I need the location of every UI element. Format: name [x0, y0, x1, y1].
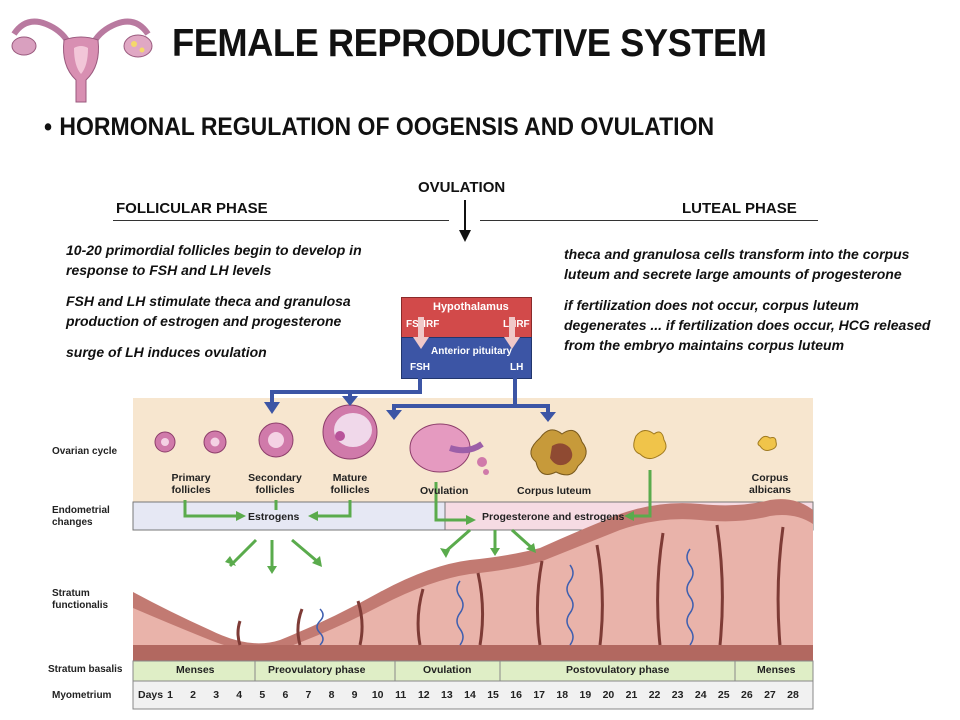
day-number: 24 — [694, 689, 707, 701]
primary-follicles-label: Primary follicles — [171, 472, 211, 496]
fsh-label: FSH — [410, 362, 430, 373]
day-number: 8 — [328, 689, 335, 701]
day-number: 21 — [625, 689, 638, 701]
follicular-rule — [113, 220, 449, 221]
follicular-note: 10-20 primordial follicles begin to deve… — [66, 242, 362, 278]
progesterone-estrogens-label: Progesterone and estrogens — [482, 511, 625, 523]
day-number: 6 — [282, 689, 289, 701]
luteal-note: theca and granulosa cells transform into… — [564, 246, 910, 282]
uterus-thumbnail-icon — [11, 18, 153, 103]
slide-subtitle: •HORMONAL REGULATION OF OOGENSIS AND OVU… — [44, 113, 714, 142]
day-number: 26 — [741, 689, 753, 701]
luteal-note: if fertilization does not occur, corpus … — [564, 297, 931, 353]
subtitle-text: HORMONAL REGULATION OF OOGENSIS AND OVUL… — [59, 113, 715, 141]
day-number: 16 — [510, 689, 522, 701]
ovulation-label: OVULATION — [418, 179, 506, 196]
day-number: 17 — [533, 689, 546, 701]
bullet: • — [44, 113, 53, 141]
endometrial-changes-label: Endometrial changes — [52, 505, 110, 528]
day-number: 11 — [395, 689, 407, 701]
day-number: 5 — [259, 689, 266, 701]
day-number: 25 — [717, 689, 730, 701]
phase-bar — [132, 660, 814, 682]
hypothalamus-label: Hypothalamus — [433, 301, 509, 313]
luteal-notes: theca and granulosa cells transform into… — [564, 244, 942, 366]
arteries — [316, 548, 694, 646]
days-strip — [132, 680, 814, 710]
day-number: 2 — [190, 689, 196, 701]
hormone-green-arrows — [183, 470, 652, 570]
ovulation-arrow-icon — [459, 200, 471, 242]
corpus-albicans-shape — [757, 435, 777, 451]
lh-label: LH — [510, 362, 524, 373]
stratum-basalis-label: Stratum basalis — [48, 664, 123, 675]
tissue-inner — [133, 515, 813, 660]
menses-end-label: Menses — [757, 664, 796, 676]
day-number: 3 — [213, 689, 220, 701]
day-number: 18 — [556, 689, 569, 701]
day-number: 14 — [464, 689, 476, 701]
day-number: 19 — [579, 689, 592, 701]
follicular-note: surge of LH induces ovulation — [66, 344, 267, 360]
day-number: 9 — [351, 689, 358, 701]
pituitary-label: Anterior pituitary — [431, 346, 513, 357]
slide-title: FEMALE REPRODUCTIVE SYSTEM — [172, 22, 767, 65]
day-number: 7 — [305, 689, 312, 701]
postovulatory-phase-label: Postovulatory phase — [566, 664, 670, 676]
lhrf-label: LHRF — [503, 319, 530, 330]
stratum-functionalis-label: Stratum functionalis — [52, 588, 109, 611]
follicular-note: FSH and LH stimulate theca and granulosa… — [66, 293, 351, 329]
mature-follicles-label: Mature follicles — [330, 472, 370, 496]
ovarian-cycle-label: Ovarian cycle — [52, 446, 118, 457]
myometrium-label: Myometrium — [52, 690, 112, 701]
day-number: 4 — [236, 689, 243, 701]
corpus-luteum-regressing — [633, 430, 667, 460]
follicular-notes: 10-20 primordial follicles begin to deve… — [66, 240, 386, 373]
stratum-basalis-layer — [133, 645, 813, 661]
day-number: 27 — [764, 689, 776, 701]
follicular-phase-label: FOLLICULAR PHASE — [116, 200, 268, 217]
secondary-follicles-label: Secondary follicles — [248, 472, 302, 496]
preovulatory-phase-label: Preovulatory phase — [268, 664, 366, 676]
glands — [236, 524, 785, 646]
day-number: 20 — [602, 689, 615, 701]
day-number: 1 — [167, 689, 173, 701]
ovulation-stage-label: Ovulation — [420, 485, 469, 497]
releasing-factor-arrows-icon — [413, 317, 520, 349]
menses-label: Menses — [176, 664, 215, 676]
day-number: 12 — [417, 689, 430, 701]
estrogens-label: Estrogens — [248, 511, 300, 523]
days-label: Days — [138, 689, 164, 701]
day-number: 28 — [787, 689, 799, 701]
day-number: 23 — [671, 689, 684, 701]
corpus-albicans-label: Corpus albicans — [748, 472, 792, 496]
ovulation-phase-label: Ovulation — [423, 664, 472, 676]
day-number: 13 — [441, 689, 453, 701]
corpus-luteum-label: Corpus luteum — [517, 485, 592, 497]
day-number: 10 — [371, 689, 384, 701]
luteal-rule — [480, 220, 818, 221]
day-number: 15 — [487, 689, 499, 701]
luteal-phase-label: LUTEAL PHASE — [682, 200, 797, 217]
day-number: 22 — [648, 689, 661, 701]
